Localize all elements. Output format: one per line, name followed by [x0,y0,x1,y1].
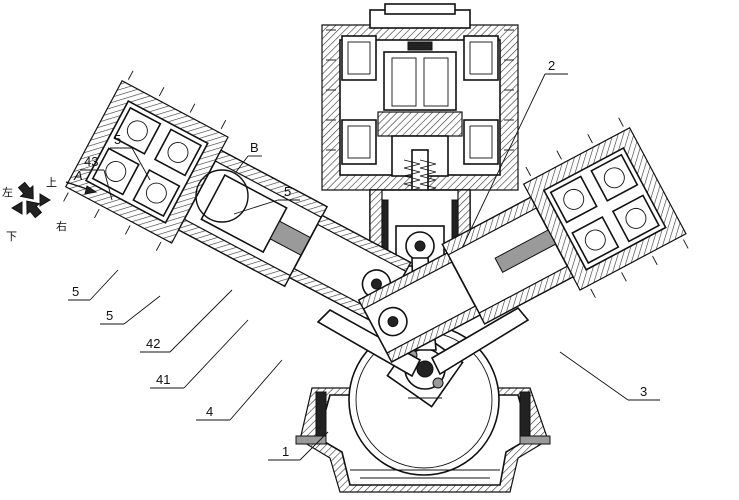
right-connecting-rod [430,306,530,376]
leader-lines [68,73,660,461]
dir-mark-left: 左 [2,186,13,199]
label-1: 1 [282,444,289,459]
label-5-right: 5 [284,184,291,199]
label-3: 3 [640,384,647,399]
label-5-top-left: 5 [114,132,121,147]
left-cylinder [63,70,412,326]
label-42: 42 [146,336,160,351]
label-5-lower: 5 [106,308,113,323]
dir-mark-up: 上 [46,176,57,189]
label-4: 4 [206,404,213,419]
label-41: 41 [156,372,170,387]
label-5-lower-left: 5 [72,284,79,299]
dir-mark-down: 下 [6,231,17,243]
detail-b-circle [195,169,249,223]
label-2: 2 [548,58,555,73]
direction-indicator: 上 右 左 下 [2,176,67,243]
label-a: A [73,168,83,183]
part-labels: 1 2 3 4 41 42 43 5 5 5 5 B [72,58,647,459]
dir-mark-right: 右 [56,219,67,233]
right-cylinder [357,117,689,363]
label-43: 43 [84,154,98,169]
label-b: B [250,140,259,155]
view-a-arrow: A [65,168,98,195]
